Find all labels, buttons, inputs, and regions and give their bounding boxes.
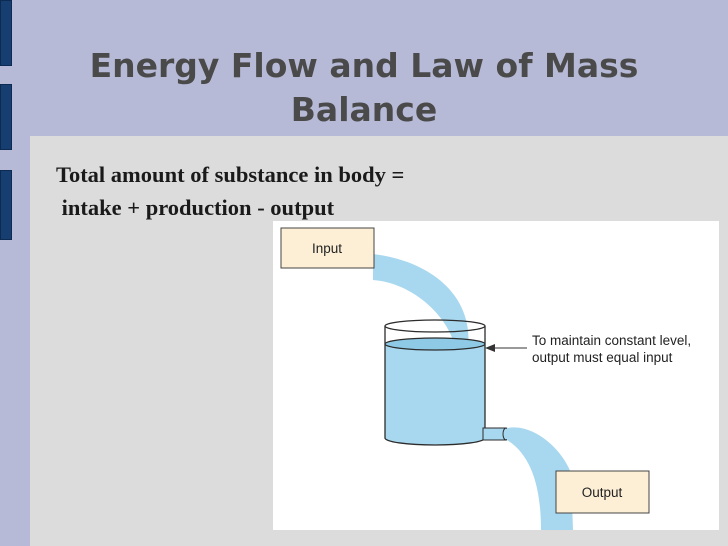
slide-title: Energy Flow and Law of Mass Balance [40, 44, 688, 132]
annotation-arrowhead [485, 344, 495, 352]
water-surface [384, 337, 486, 351]
tank-rim [384, 319, 486, 333]
mass-balance-diagram: Input Output To maintain constant level,… [273, 221, 719, 530]
decorative-bar-middle [0, 84, 12, 150]
slide-title-line-1: Energy Flow and Law of Mass [89, 46, 639, 85]
input-label: Input [312, 241, 342, 256]
annotation-line-1: To maintain constant level, [532, 333, 691, 348]
decorative-bar-top [0, 0, 12, 66]
decorative-bar-bottom [0, 170, 12, 240]
output-label: Output [582, 485, 623, 500]
tank-water [385, 344, 485, 445]
body-line-2: intake + production - output [56, 195, 335, 220]
slide-title-line-2: Balance [290, 90, 438, 129]
body-line-1: Total amount of substance in body = [56, 162, 405, 187]
diagram-canvas: Input Output To maintain constant level,… [280, 227, 691, 530]
annotation-line-2: output must equal input [532, 350, 673, 365]
tank-bottom [384, 437, 486, 446]
input-box [280, 227, 375, 269]
slide-body-text: Total amount of substance in body = inta… [56, 158, 404, 224]
input-stream [373, 254, 469, 349]
output-box [555, 470, 650, 514]
